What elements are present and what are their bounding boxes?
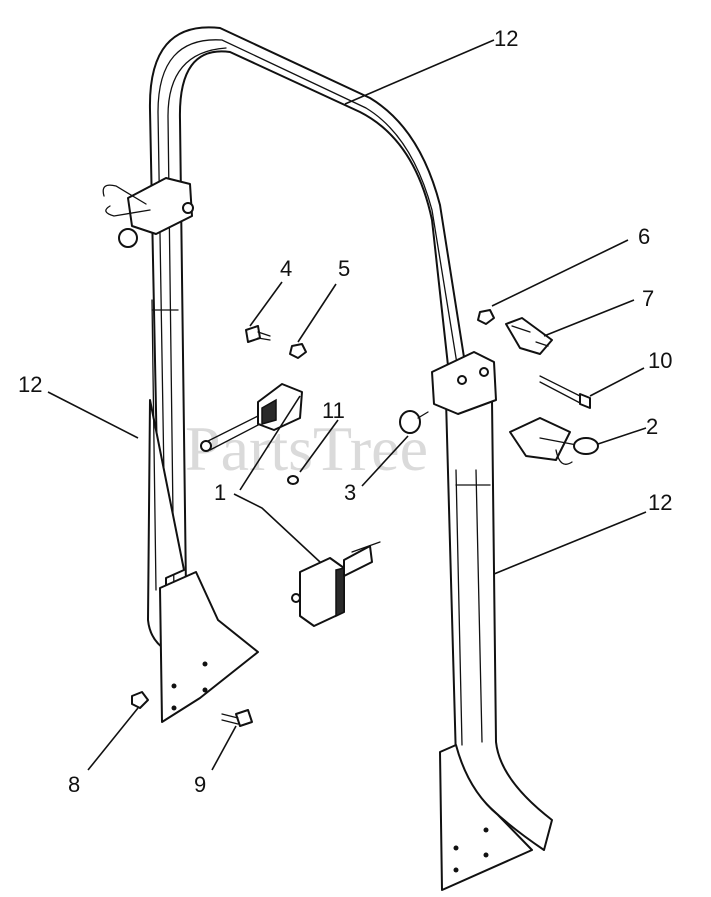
callout-5: 5 bbox=[338, 256, 350, 281]
callout-12-right: 12 bbox=[648, 490, 672, 515]
leader-lines bbox=[47, 39, 647, 771]
callout-10: 10 bbox=[648, 348, 672, 373]
seat-belt-icon bbox=[200, 383, 381, 627]
washer-icon bbox=[287, 475, 299, 485]
hinge-pin-icon bbox=[509, 417, 599, 465]
washer-icon bbox=[131, 691, 149, 709]
callout-8: 8 bbox=[68, 772, 80, 797]
rollbar-icon bbox=[102, 26, 553, 891]
nut-icon bbox=[477, 309, 495, 325]
bracket-icon bbox=[505, 317, 553, 355]
callout-3: 3 bbox=[344, 480, 356, 505]
callout-2: 2 bbox=[646, 414, 658, 439]
callout-9: 9 bbox=[194, 772, 206, 797]
nut-icon bbox=[289, 343, 307, 359]
bolt-icon bbox=[539, 375, 591, 409]
callout-7: 7 bbox=[642, 286, 654, 311]
callout-4: 4 bbox=[280, 256, 292, 281]
callout-12-left: 12 bbox=[18, 372, 42, 397]
callout-12-top: 12 bbox=[494, 26, 518, 51]
bolt-icon bbox=[221, 709, 253, 727]
watermark-text: PartsTree bbox=[185, 413, 428, 484]
callout-11: 11 bbox=[322, 398, 345, 423]
callout-6: 6 bbox=[638, 224, 650, 249]
knob-icon bbox=[399, 410, 429, 434]
callout-1: 1 bbox=[214, 480, 226, 505]
bolt-icon bbox=[245, 325, 271, 343]
